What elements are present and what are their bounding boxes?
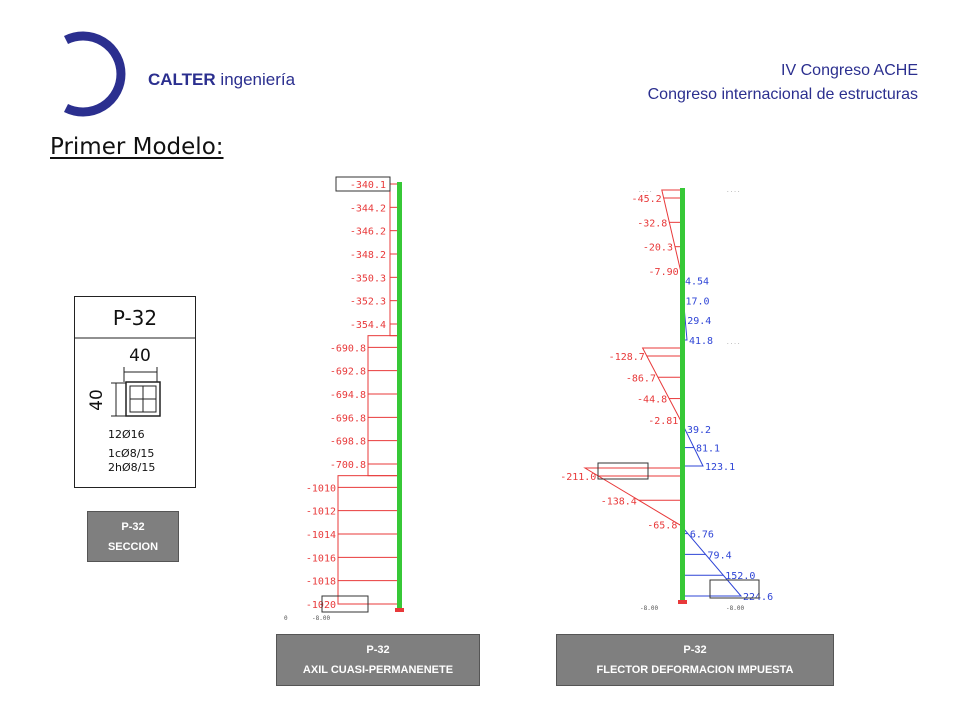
section-stirrup-1: 1cØ8/15 bbox=[108, 447, 154, 460]
moment-negative-label: -128.7 bbox=[609, 352, 645, 363]
moment-positive-label: 79.4 bbox=[708, 550, 732, 561]
axial-caption: P-32 AXIL CUASI-PERMANENETE bbox=[276, 634, 480, 686]
axial-caption-line1: P-32 bbox=[366, 644, 390, 656]
brand-strong: CALTER bbox=[148, 70, 216, 89]
section-caption: P-32 SECCION bbox=[87, 511, 179, 562]
section-stirrup-2: 2hØ8/15 bbox=[108, 461, 155, 474]
moment-positive-label: 29.4 bbox=[687, 316, 711, 327]
axial-value-label: -692.8 bbox=[330, 367, 366, 378]
moment-min-box bbox=[597, 462, 649, 480]
moment-negative-label: -2.81 bbox=[648, 416, 678, 427]
moment-positive-label: 39.2 bbox=[687, 425, 711, 436]
axial-min-box bbox=[321, 595, 369, 613]
axial-value-label: -1012 bbox=[306, 507, 336, 518]
moment-axis-dots: .... bbox=[726, 187, 740, 194]
moment-negative-label: -211.0 bbox=[560, 472, 596, 483]
moment-negative-region bbox=[641, 347, 682, 422]
section-rebar: 12Ø16 bbox=[108, 428, 145, 441]
axial-value-label: -344.2 bbox=[350, 203, 386, 214]
moment-axis-dots: .... bbox=[638, 187, 652, 194]
moment-positive-label: 123.1 bbox=[705, 462, 735, 473]
axial-stage-outline bbox=[367, 335, 399, 477]
axial-value-label: -1016 bbox=[306, 553, 336, 564]
axial-value-label: -352.3 bbox=[350, 297, 386, 308]
axial-force-diagram: -340.1 -344.2 -346.2 -348.2 -350.3 -352.3 -354… bbox=[284, 176, 404, 622]
axial-value-label: -1018 bbox=[306, 577, 336, 588]
moment-negative-label: -32.8 bbox=[637, 218, 667, 229]
moment-axis-label: -8.00 bbox=[726, 605, 744, 612]
section-caption-line2: SECCION bbox=[107, 540, 159, 553]
axial-caption-line2: AXIL CUASI-PERMANENETE bbox=[302, 664, 454, 676]
moment-positive-label: 152.0 bbox=[725, 571, 755, 582]
axial-max-box bbox=[335, 176, 391, 192]
moment-positive-label: 6.76 bbox=[690, 530, 714, 541]
axial-value-label: -690.8 bbox=[330, 343, 366, 354]
section-card: P-32 40 40 12Ø16 1cØ8/15 2hØ8/15 bbox=[74, 296, 196, 488]
moment-base-marker bbox=[678, 600, 687, 604]
page-title: Primer Modelo: bbox=[50, 134, 224, 160]
moment-positive-label: 17.0 bbox=[685, 296, 709, 307]
section-height-dim: 40 bbox=[87, 389, 107, 411]
axial-value-label: -1010 bbox=[306, 483, 336, 494]
axial-value-label: -1020 bbox=[306, 600, 336, 611]
moment-caption: P-32 FLECTOR DEFORMACION IMPUESTA bbox=[556, 634, 834, 686]
moment-negative-label: -7.90 bbox=[649, 267, 679, 278]
moment-positive-label: 4.54 bbox=[685, 277, 709, 288]
moment-negative-label: -86.7 bbox=[626, 373, 656, 384]
moment-negative-region bbox=[661, 189, 682, 273]
section-title: P-32 bbox=[113, 306, 157, 330]
moment-caption-line2: FLECTOR DEFORMACION IMPUESTA bbox=[596, 664, 794, 676]
axial-value-label: -350.3 bbox=[350, 273, 386, 284]
axial-axis-label: -8.00 bbox=[312, 615, 330, 622]
moment-positive-label: 41.8 bbox=[689, 336, 713, 347]
moment-negative-label: -138.4 bbox=[601, 496, 637, 507]
axial-value-label: -700.8 bbox=[330, 460, 366, 471]
section-width-dim: 40 bbox=[129, 346, 151, 366]
brand-rest: ingeniería bbox=[215, 70, 296, 89]
moment-negative-label: -44.8 bbox=[637, 395, 667, 406]
axial-column bbox=[397, 182, 402, 608]
section-caption-line1: P-32 bbox=[121, 520, 145, 533]
axial-base-marker bbox=[395, 608, 404, 612]
axial-value-label: -348.2 bbox=[350, 250, 386, 261]
axial-axis-label: 0 bbox=[284, 615, 288, 622]
axial-value-label: -354.4 bbox=[350, 320, 386, 331]
bending-moment-diagram: ............-45.2-32.8-20.3-7.904.5417.0… bbox=[560, 187, 773, 612]
axial-value-label: -340.1 bbox=[350, 180, 386, 191]
axial-value-label: -346.2 bbox=[350, 227, 386, 238]
axial-stage-outline bbox=[337, 475, 399, 605]
moment-positive-label: 81.1 bbox=[696, 444, 720, 455]
conference-title: IV Congreso ACHE bbox=[781, 62, 918, 79]
calter-logo bbox=[63, 31, 126, 117]
moment-caption-line1: P-32 bbox=[683, 644, 707, 656]
brand-name: CALTER ingeniería bbox=[148, 70, 295, 90]
moment-axis-label: -8.00 bbox=[640, 605, 658, 612]
axial-value-label: -698.8 bbox=[330, 437, 366, 448]
axial-value-label: -1014 bbox=[306, 530, 336, 541]
axial-stage-outline bbox=[389, 183, 399, 337]
moment-negative-label: -65.8 bbox=[647, 521, 677, 532]
axial-value-label: -694.8 bbox=[330, 390, 366, 401]
moment-column bbox=[680, 188, 685, 600]
moment-negative-label: -45.2 bbox=[632, 194, 662, 205]
moment-axis-dots: .... bbox=[726, 339, 740, 346]
conference-subtitle: Congreso internacional de estructuras bbox=[647, 86, 918, 103]
axial-value-label: -696.8 bbox=[330, 413, 366, 424]
moment-max-box bbox=[709, 579, 760, 599]
moment-negative-label: -20.3 bbox=[643, 243, 673, 254]
